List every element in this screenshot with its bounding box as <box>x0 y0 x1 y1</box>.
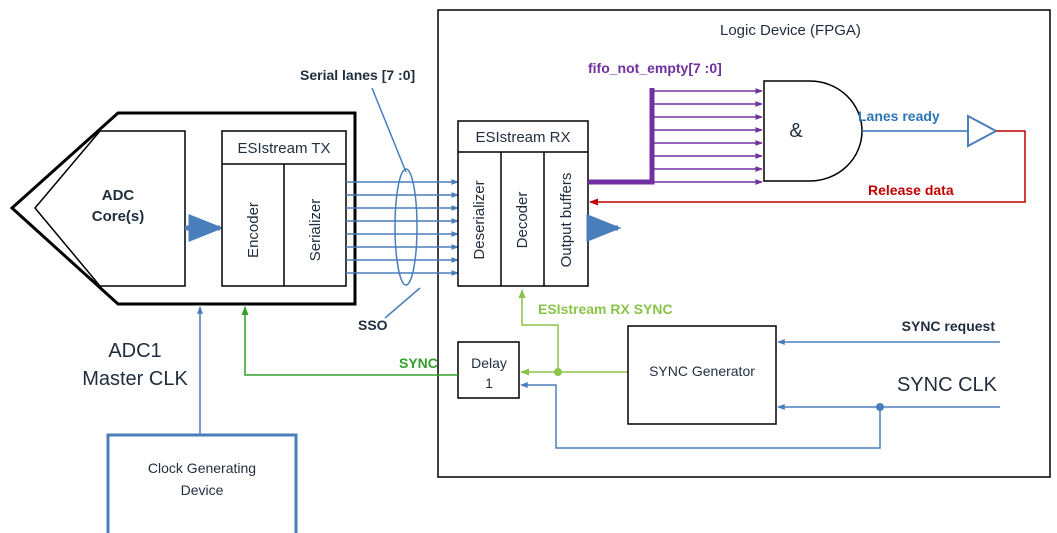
delay-label-line2: 1 <box>485 375 493 391</box>
clock-gen-label-line2: Device <box>181 482 224 498</box>
adc-core-label-line2: Core(s) <box>92 208 145 225</box>
clock-gen-label-line1: Clock Generating <box>148 460 256 476</box>
serial-lanes-leader <box>371 87 407 173</box>
serial-lanes <box>346 179 459 276</box>
rx-title: ESIstream RX <box>475 129 570 146</box>
fpga-title: Logic Device (FPGA) <box>720 22 861 39</box>
sync-request-label: SYNC request <box>902 318 996 334</box>
sso-label: SSO <box>358 317 388 333</box>
sync-label: SYNC <box>399 355 438 371</box>
lanes-bundle-ellipse <box>394 168 418 286</box>
fifo-label: fifo_not_empty[7 :0] <box>588 60 722 76</box>
rx-sync-label: ESIstream RX SYNC <box>538 301 673 317</box>
tx-title: ESIstream TX <box>237 140 330 157</box>
and-gate-symbol: & <box>789 120 803 142</box>
adc-core-label-line1: ADC <box>102 187 135 204</box>
sso-leader <box>384 287 421 319</box>
adc-caption-line2: Master CLK <box>82 368 188 390</box>
clock-generating-device <box>106 433 298 533</box>
release-data-wire <box>589 130 1026 206</box>
lanes-ready-label: Lanes ready <box>858 108 940 124</box>
fifo-bits <box>652 88 763 185</box>
delay-clock-wire <box>520 382 881 449</box>
fifo-bus <box>588 88 655 185</box>
serializer-label: Serializer <box>307 199 324 262</box>
sync-junction-dot <box>554 368 562 376</box>
release-data-label: Release data <box>868 182 954 198</box>
rx-sync-wire <box>518 289 559 372</box>
buffer-symbol <box>967 114 999 148</box>
and-gate <box>763 80 863 182</box>
encoder-label: Encoder <box>245 202 262 258</box>
adc-core-shape <box>34 130 186 287</box>
output-buffers-label: Output buffers <box>558 173 575 268</box>
sync-clk-label: SYNC CLK <box>897 374 998 396</box>
sync-wire <box>241 306 458 376</box>
fpga-boundary <box>437 9 1051 478</box>
delay-label-line1: Delay <box>471 355 507 371</box>
decoder-label: Decoder <box>514 192 531 249</box>
serial-lanes-label: Serial lanes [7 :0] <box>300 67 415 83</box>
adc-caption-line1: ADC1 <box>108 340 161 362</box>
sync-generator-block <box>627 325 777 425</box>
delay-block <box>457 341 520 399</box>
sync-generator-label: SYNC Generator <box>649 363 755 379</box>
deserializer-label: Deserializer <box>471 180 488 259</box>
rx-block <box>457 120 589 287</box>
